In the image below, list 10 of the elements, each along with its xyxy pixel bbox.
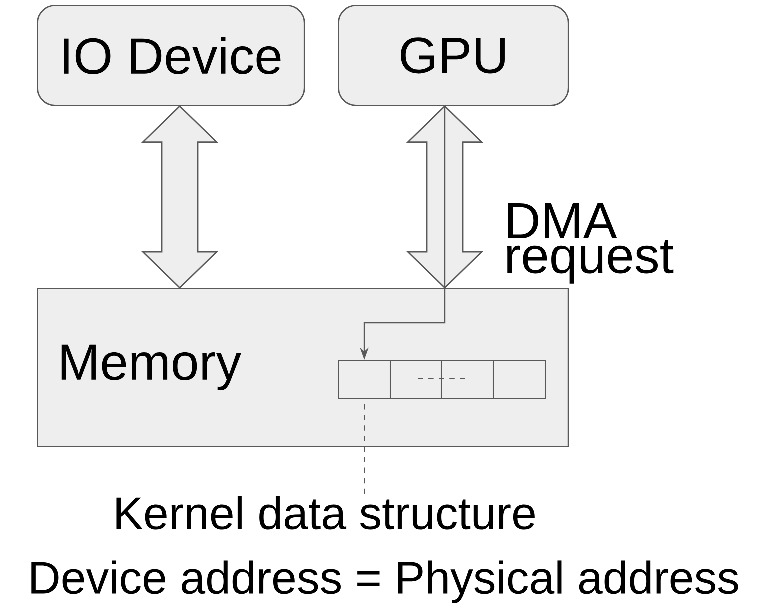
device-box: IO Device — [37, 5, 306, 106]
footnote-text: Device address = Physical address — [32, 560, 738, 604]
caption-text: Kernel data structure — [116, 496, 535, 530]
device-box: GPU — [338, 5, 570, 106]
memory-box: Memory — [37, 288, 570, 448]
array-cell — [441, 360, 494, 400]
array-cell — [338, 360, 392, 400]
edge-label: DMA request — [508, 204, 674, 284]
array-cell — [390, 360, 442, 400]
array-cell — [493, 360, 546, 400]
